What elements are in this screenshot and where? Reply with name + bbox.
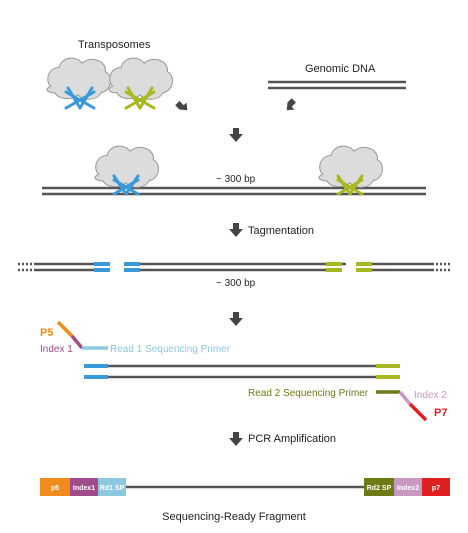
read1-primer-label: Read 1 Sequencing Primer	[110, 344, 231, 355]
arrow-icon	[175, 101, 188, 111]
transposome-blue	[46, 57, 112, 110]
tagmentation-label: Tagmentation	[248, 225, 314, 237]
read2-primer-construct	[376, 390, 428, 422]
sequencing-ready-fragment: p5 Index1 Rd1 SP Rd2 SP Index2 p7	[40, 478, 450, 496]
segment-index2	[394, 478, 422, 496]
segment-p5	[40, 478, 70, 496]
blue-adapters	[94, 262, 140, 272]
p5-label: P5	[40, 327, 53, 339]
ligated-green-adapters	[376, 364, 400, 379]
segment-p7	[422, 478, 450, 496]
arrow-down-icon	[229, 128, 243, 142]
fragment-caption: Sequencing-Ready Fragment	[162, 511, 306, 523]
ligated-fragment	[84, 364, 400, 379]
read2-primer-label: Read 2 Sequencing Primer	[248, 388, 369, 399]
genomic-dna	[268, 80, 406, 90]
bp-label-1: ~ 300 bp	[216, 174, 256, 185]
pcr-label: PCR Amplification	[248, 433, 336, 445]
bp-label-2: ~ 300 bp	[216, 278, 256, 289]
arrow-down-icon	[229, 312, 243, 326]
transposome-green	[108, 57, 174, 110]
transposomes-label: Transposomes	[78, 39, 151, 51]
segment-rd2sp-label: Rd2 SP	[367, 485, 392, 492]
segment-rd2sp	[364, 478, 394, 496]
arrow-icon	[286, 98, 296, 111]
segment-p5-label: p5	[51, 485, 59, 492]
arrow-down-icon	[229, 223, 243, 237]
segment-index1	[70, 478, 98, 496]
index2-label: Index 2	[414, 390, 447, 401]
segment-rd1sp-label: Rd1 SP	[100, 485, 125, 492]
genomic-dna-label: Genomic DNA	[305, 63, 376, 75]
bound-transposome-green	[318, 145, 384, 196]
read1-primer-construct	[56, 320, 108, 350]
tagmented-dna	[18, 262, 452, 272]
segment-index1-label: Index1	[73, 485, 95, 492]
segment-rd1sp	[98, 478, 126, 496]
green-adapters	[326, 262, 372, 272]
segment-p7-label: p7	[432, 485, 440, 492]
ligated-blue-adapters	[84, 364, 108, 379]
p7-label: P7	[434, 407, 447, 419]
arrow-down-icon	[229, 432, 243, 446]
index1-label: Index 1	[40, 344, 73, 355]
bound-transposome-blue	[94, 145, 160, 196]
segment-index2-label: Index2	[397, 485, 419, 492]
bound-dna	[42, 186, 426, 196]
